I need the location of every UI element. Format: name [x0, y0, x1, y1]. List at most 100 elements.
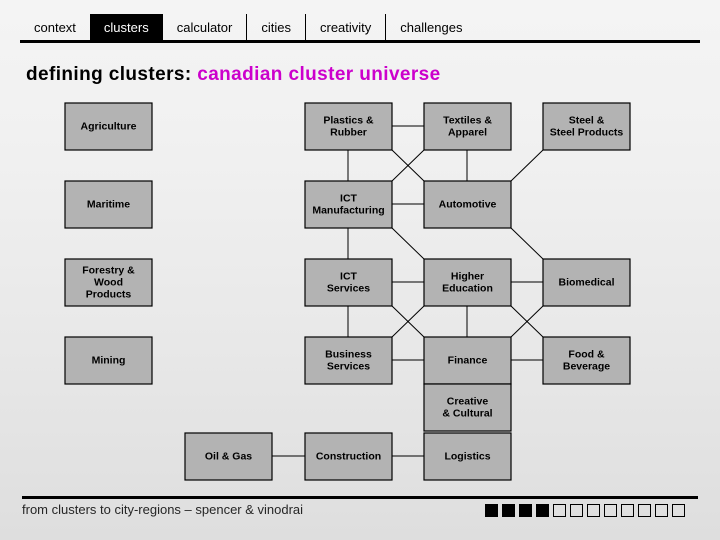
progress-dot[interactable]	[570, 504, 583, 517]
cluster-node-box	[64, 336, 153, 385]
cluster-node-creative[interactable]: Creative& Cultural	[423, 383, 512, 432]
cluster-node-label: Services	[327, 282, 370, 294]
cluster-node-food-bev[interactable]: Food &Beverage	[542, 336, 631, 385]
cluster-node-label: Steel &	[569, 114, 605, 126]
cluster-node-label: ICT	[340, 270, 358, 282]
cluster-node-box	[542, 258, 631, 307]
cluster-node-label: Apparel	[448, 126, 487, 138]
connector-layer	[272, 125, 544, 457]
footer-divider	[22, 496, 698, 499]
cluster-node-box	[304, 336, 393, 385]
connector-automotive-to-biomedical	[510, 227, 544, 260]
nav-tab-cities[interactable]: cities	[246, 14, 305, 40]
cluster-node-box	[542, 336, 631, 385]
progress-dot[interactable]	[536, 504, 549, 517]
nav-underline-rule	[20, 40, 700, 43]
cluster-node-automotive[interactable]: Automotive	[423, 180, 512, 229]
nav-tab-context[interactable]: context	[34, 19, 76, 35]
nav-tab-challenges[interactable]: challenges	[385, 14, 476, 40]
cluster-node-label: Logistics	[444, 450, 490, 462]
connector-automotive-to-steel	[510, 149, 544, 182]
cluster-node-finance[interactable]: Finance	[423, 336, 512, 385]
connector-ict-mfg-to-textiles	[391, 149, 425, 182]
cluster-node-box	[423, 432, 512, 481]
cluster-node-label: Beverage	[563, 360, 610, 372]
nav-tab-calculator[interactable]: calculator	[176, 19, 233, 35]
progress-dot[interactable]	[485, 504, 498, 517]
progress-dot[interactable]	[587, 504, 600, 517]
cluster-node-label: Creative	[447, 395, 489, 407]
connector-business-svcs-to-higher-ed	[391, 305, 425, 338]
cluster-node-box	[423, 102, 512, 151]
cluster-node-label: Steel Products	[550, 126, 624, 138]
cluster-node-construction[interactable]: Construction	[304, 432, 393, 481]
cluster-node-biomedical[interactable]: Biomedical	[542, 258, 631, 307]
nav-tab-clusters[interactable]: clusters	[89, 14, 163, 40]
connector-finance-to-biomedical	[510, 305, 544, 338]
page-title: defining clusters: canadian cluster univ…	[26, 64, 441, 86]
cluster-node-box	[423, 383, 512, 432]
cluster-node-label: Products	[86, 288, 132, 300]
nav-tab-creativity[interactable]: creativity	[304, 14, 385, 40]
cluster-node-label: Maritime	[87, 198, 130, 210]
slide-progress-indicator	[485, 504, 685, 517]
progress-dot[interactable]	[672, 504, 685, 517]
cluster-node-label: & Cultural	[442, 407, 492, 419]
cluster-node-label: Agriculture	[80, 120, 136, 132]
cluster-node-label: Forestry &	[82, 264, 135, 276]
cluster-node-label: Construction	[316, 450, 381, 462]
cluster-node-oil-gas[interactable]: Oil & Gas	[184, 432, 273, 481]
progress-dot[interactable]	[502, 504, 515, 517]
cluster-node-label: Plastics &	[323, 114, 374, 126]
cluster-node-label: Services	[327, 360, 370, 372]
cluster-node-label: Automotive	[439, 198, 497, 210]
cluster-node-box	[64, 258, 153, 307]
progress-dot[interactable]	[519, 504, 532, 517]
cluster-node-box	[64, 180, 153, 229]
progress-dot[interactable]	[553, 504, 566, 517]
progress-dot[interactable]	[621, 504, 634, 517]
cluster-node-steel[interactable]: Steel &Steel Products	[542, 102, 631, 151]
cluster-node-label: Wood	[94, 276, 123, 288]
cluster-node-box	[304, 258, 393, 307]
cluster-node-box	[423, 336, 512, 385]
footer-caption: from clusters to city-regions – spencer …	[22, 502, 304, 517]
progress-dot[interactable]	[655, 504, 668, 517]
cluster-node-logistics[interactable]: Logistics	[423, 432, 512, 481]
cluster-node-box	[423, 258, 512, 307]
cluster-node-label: Finance	[448, 354, 488, 366]
cluster-node-box	[542, 102, 631, 151]
cluster-node-agriculture[interactable]: Agriculture	[64, 102, 153, 151]
cluster-node-label: Manufacturing	[312, 204, 384, 216]
connector-ict-mfg-to-higher-ed	[391, 227, 425, 260]
cluster-node-label: Rubber	[330, 126, 367, 138]
cluster-node-box	[304, 180, 393, 229]
cluster-node-label: Business	[325, 348, 372, 360]
cluster-node-label: Higher	[451, 270, 484, 282]
cluster-node-box	[184, 432, 273, 481]
cluster-node-maritime[interactable]: Maritime	[64, 180, 153, 229]
cluster-node-mining[interactable]: Mining	[64, 336, 153, 385]
page-title-main: defining clusters:	[26, 64, 198, 85]
progress-dot[interactable]	[638, 504, 651, 517]
cluster-node-box	[64, 102, 153, 151]
cluster-node-label: Oil & Gas	[205, 450, 252, 462]
cluster-node-label: Mining	[92, 354, 126, 366]
cluster-node-label: Education	[442, 282, 493, 294]
cluster-node-plastics[interactable]: Plastics &Rubber	[304, 102, 393, 151]
cluster-node-textiles[interactable]: Textiles &Apparel	[423, 102, 512, 151]
page-title-accent: canadian cluster universe	[197, 64, 441, 85]
cluster-node-label: ICT	[340, 192, 358, 204]
cluster-node-label: Textiles &	[443, 114, 492, 126]
progress-dot[interactable]	[604, 504, 617, 517]
cluster-node-label: Biomedical	[558, 276, 614, 288]
cluster-node-box	[304, 432, 393, 481]
